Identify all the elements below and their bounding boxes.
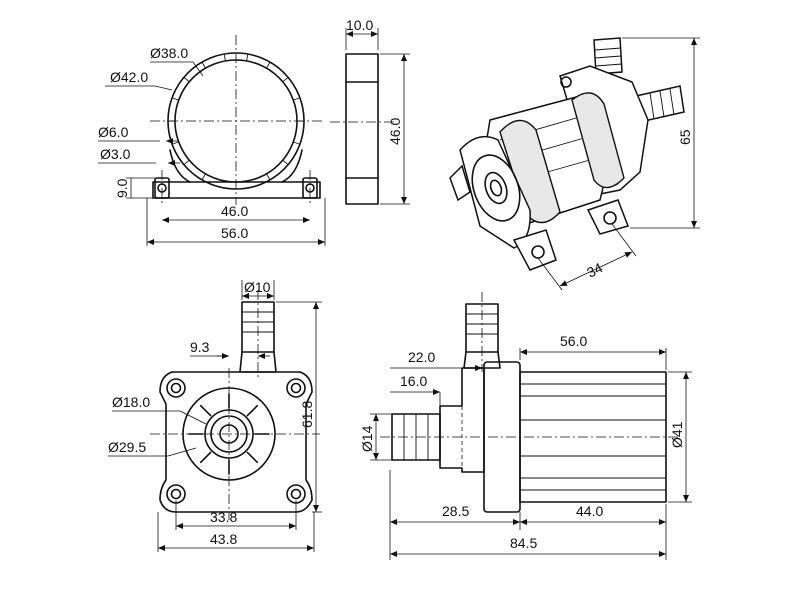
ring-rib [293, 141, 301, 145]
dim-outlet-offset: 9.3 [190, 339, 210, 355]
ring-rib [266, 173, 271, 181]
dim-mount-slot: Ø3.0 [100, 146, 131, 162]
flange-spoke [199, 451, 212, 464]
flange-spoke [199, 404, 212, 417]
dim-side-outlet-pos: 22.0 [408, 349, 435, 365]
dim-side-motor-len: 44.0 [576, 503, 603, 519]
dim-side-inlet-dia: Ø14 [359, 425, 375, 452]
ring-rib [282, 76, 289, 83]
ring-rib [183, 159, 190, 166]
ring-rib [293, 97, 301, 101]
ring-rib [171, 141, 179, 145]
ring-rib [183, 76, 190, 83]
dim-side-body-len: 56.0 [560, 333, 587, 349]
dim-side-body-dia: Ø41 [669, 421, 685, 448]
ring-rib [246, 53, 249, 62]
flange-spoke [246, 451, 259, 464]
view-mounting-ring-side: 10.0 46.0 [330, 17, 410, 205]
ring-rib [201, 61, 206, 69]
ring-rib [266, 61, 271, 69]
dim-ring-hole-spacing: 46.0 [221, 203, 248, 219]
dim-side-flange-pos: 28.5 [442, 503, 469, 519]
dim-front-height: 61.8 [299, 401, 315, 428]
dim-mount-hole: Ø6.0 [98, 124, 129, 140]
dim-ring-outer: Ø42.0 [110, 69, 148, 85]
flange-spoke [246, 404, 259, 417]
dim-ring-inner: Ø38.0 [150, 45, 188, 61]
dim-outlet-dia: Ø10 [244, 279, 271, 295]
dim-side-inlet-len: 16.0 [400, 373, 427, 389]
dim-flange-dia: Ø29.5 [108, 439, 146, 455]
ring-rib [223, 53, 226, 62]
dim-front-hole-spacing: 33.8 [210, 509, 237, 525]
dim-iso-height: 65 [677, 129, 693, 145]
ring-rib [282, 159, 289, 166]
dim-ring-base-width: 56.0 [221, 225, 248, 241]
dim-foot-height: 9.0 [114, 178, 130, 198]
dim-inlet-dia: Ø18.0 [112, 394, 150, 410]
dim-side-total-len: 84.5 [510, 535, 537, 551]
dim-side-ring-height: 46.0 [387, 118, 403, 145]
view-isometric: 65 34 [449, 37, 700, 291]
dim-front-width: 43.8 [210, 531, 237, 547]
dim-side-ring-thickness: 10.0 [346, 17, 373, 33]
dim-iso-foot-spacing: 34 [584, 259, 605, 280]
ring-ribs [168, 53, 304, 181]
view-mounting-ring-front: Ø38.0 Ø42.0 Ø6.0 Ø3.0 9.0 46.0 56.0 [98, 35, 326, 246]
ring-rib [171, 97, 179, 101]
view-pump-front: Ø10 9.3 Ø18.0 Ø29.5 61.8 33.8 43.8 [108, 279, 322, 552]
ring-rib [201, 173, 206, 181]
view-pump-side: 22.0 16.0 56.0 Ø14 Ø41 28.5 44.0 84.5 [359, 292, 692, 560]
